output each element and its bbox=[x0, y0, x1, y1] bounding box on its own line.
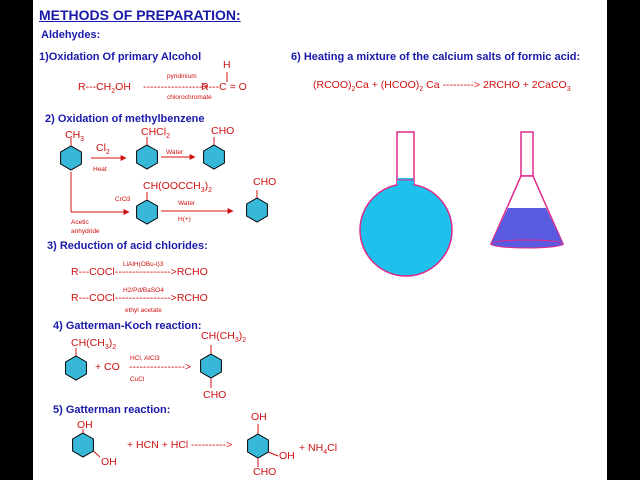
structures-canvas bbox=[60, 72, 565, 467]
anhydride-label: anhydride bbox=[71, 228, 100, 235]
reagent-hcl-alcl3: HCl, AlCl3 bbox=[130, 355, 160, 362]
reagent-lialh: LiAlH(OBu-t)3 bbox=[123, 261, 164, 268]
oh-label-side: OH bbox=[101, 456, 117, 468]
benzene-ring-product-5 bbox=[247, 424, 279, 467]
benzene-ring-resorcinol bbox=[72, 429, 101, 458]
oh-label-top: OH bbox=[77, 419, 93, 431]
benzene-ring-cumene-aldehyde bbox=[200, 345, 222, 388]
cho-label-1: CHO bbox=[211, 125, 235, 137]
reactant-rch2oh: R---CH2OH bbox=[78, 81, 131, 95]
benzene-ring-benzaldehyde-1 bbox=[203, 137, 225, 170]
cho-label-5: CHO bbox=[253, 466, 277, 478]
reagent-ethyl-acetate: ethyl acetate bbox=[125, 307, 162, 314]
cumene-label: CH(CH3)2 bbox=[71, 337, 117, 351]
section-2-heading: 2) Oxidation of methylbenzene bbox=[45, 113, 205, 125]
ch3-label: CH3 bbox=[65, 129, 85, 143]
cro3-label: CrO3 bbox=[115, 196, 131, 203]
cho-label-2: CHO bbox=[253, 176, 277, 188]
acid-chloride-reaction-2: R---COCl---------------->RCHO bbox=[71, 292, 208, 304]
cho-label-4: CHO bbox=[203, 389, 227, 401]
section-5-heading: 5) Gatterman reaction: bbox=[53, 404, 171, 416]
slide: METHODS OF PREPARATION: Aldehydes: 1)Oxi… bbox=[33, 0, 607, 480]
aldehydes-heading: Aldehydes: bbox=[41, 29, 101, 41]
acid-chloride-reaction-1: R---COCl---------------->RCHO bbox=[71, 266, 208, 278]
section-4-heading: 4) Gatterman-Koch reaction: bbox=[53, 320, 202, 332]
plus-hcn-hcl: + HCN + HCl ----------> bbox=[127, 439, 233, 451]
conical-flask bbox=[489, 131, 565, 249]
section-6-heading: 6) Heating a mixture of the calcium salt… bbox=[291, 51, 581, 63]
arrow-dashes-4: ----------------> bbox=[129, 361, 192, 373]
plus-co: + CO bbox=[95, 361, 120, 373]
hplus-label: H(+) bbox=[178, 216, 191, 223]
product-aldehyde: R---C = O bbox=[201, 81, 247, 93]
section-3-heading: 3) Reduction of acid chlorides: bbox=[47, 240, 208, 252]
reagent-chlorochromate: chlorochromate bbox=[167, 94, 212, 101]
benzene-ring-benzaldehyde-2 bbox=[246, 190, 268, 223]
acetic-label: Acetic bbox=[71, 219, 89, 226]
benzene-ring-diacetate bbox=[136, 192, 158, 225]
water-label-1: Water bbox=[166, 149, 184, 156]
reagent-cucl: CuCl bbox=[130, 376, 145, 383]
reagent-pyridinium: pyridinium bbox=[167, 73, 197, 80]
benzene-ring-benzal bbox=[136, 137, 158, 170]
arrow-dashes: -----------------> bbox=[143, 81, 209, 93]
oh-label-prod-top: OH bbox=[251, 411, 267, 423]
benzene-ring-toluene bbox=[60, 138, 82, 171]
diacetate-label: CH(OOCCH3)2 bbox=[143, 180, 213, 194]
round-bottom-flask bbox=[359, 131, 453, 277]
plus-nh4cl: + NH4Cl bbox=[299, 442, 338, 456]
aldehyde-h: H bbox=[223, 59, 231, 71]
page-title: METHODS OF PREPARATION: bbox=[39, 7, 241, 23]
chcl2-label: CHCl2 bbox=[141, 126, 170, 140]
cl2-label: Cl2 bbox=[96, 142, 110, 156]
section-1-heading: 1)Oxidation Of primary Alcohol bbox=[39, 51, 202, 63]
heat-label: Heat bbox=[93, 166, 107, 173]
reagent-pd: H2/Pd/BaSO4 bbox=[123, 287, 164, 294]
product-cumene-label: CH(CH3)2 bbox=[201, 330, 247, 344]
benzene-ring-cumene bbox=[65, 348, 87, 381]
water-label-2: Water bbox=[178, 200, 196, 207]
formate-reaction: (RCOO)2Ca + (HCOO)2 Ca ---------> 2RCHO … bbox=[313, 79, 571, 93]
oh-label-prod-side: OH bbox=[279, 450, 295, 462]
